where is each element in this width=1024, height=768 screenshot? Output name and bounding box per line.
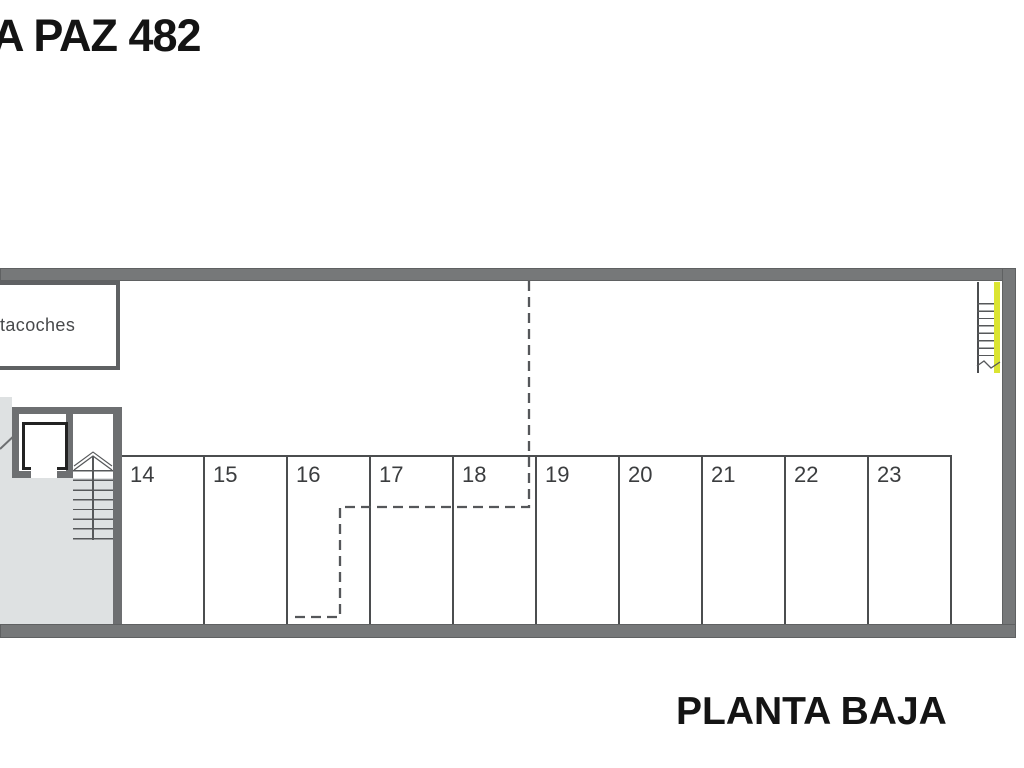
elevator-frame-center-wall [66,407,73,478]
stairs-left-center-line [92,456,94,540]
parking-row: 14 15 16 17 18 19 20 21 22 23 [122,455,952,624]
parking-space: 21 [703,457,786,624]
wall-bottom [0,624,1016,638]
parking-space: 23 [869,457,952,624]
wall-right [1002,268,1016,638]
stair-parking-dividing-wall [113,407,122,624]
page-title: A PAZ 482 [0,10,202,61]
carlift-room-label: tacoches [0,315,76,335]
parking-space: 22 [786,457,869,624]
elevator-door-opening [31,464,57,478]
wall-top [0,268,1016,281]
parking-space: 15 [205,457,288,624]
floor-label: PLANTA BAJA [676,690,947,733]
elevator-icon [22,422,68,470]
parking-space: 14 [122,457,205,624]
parking-space: 19 [537,457,620,624]
parking-space: 16 [288,457,371,624]
elevator-frame-left-wall [12,407,19,478]
parking-space: 18 [454,457,537,624]
gray-floor-strip [0,397,12,478]
carlift-room: tacoches [0,281,120,370]
parking-space: 20 [620,457,703,624]
stairs-right-highlight-strip [994,282,1000,373]
gray-floor-under-stairs [73,538,113,624]
parking-space: 17 [371,457,454,624]
